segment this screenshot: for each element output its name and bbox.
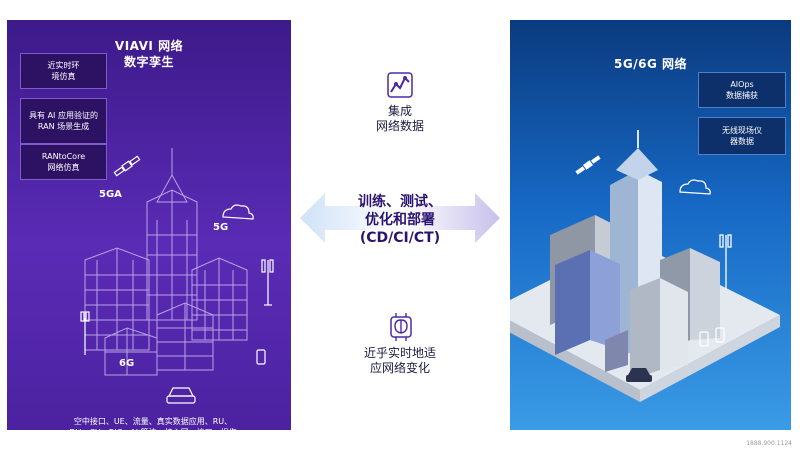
integrate-data-line2: 网络数据 (375, 119, 424, 133)
cloud-icon (222, 204, 254, 220)
aiops-line1: AIOps (730, 80, 754, 89)
chart-network-icon (387, 72, 413, 98)
adapt-realtime-line1: 近乎实时地适 (363, 346, 436, 360)
car-icon (166, 387, 196, 404)
train-test-line1: 训练、测试、 (358, 194, 442, 210)
right-cloud-icon (679, 179, 711, 195)
right-phone-icon (699, 331, 709, 347)
field-instrument-line1: 无线现场仪 (722, 126, 762, 135)
aiops-box: AIOps 数据捕获 (698, 72, 786, 108)
satellite-icon (113, 155, 141, 177)
adapt-realtime-line2: 应网络变化 (369, 361, 430, 375)
part-number: 1888.900.1124 (746, 440, 792, 447)
near-rt-sim-box: 近实时环 境仿真 (20, 53, 107, 89)
ran-scenario-line1: 具有 AI 应用验证的 (29, 111, 98, 120)
near-rt-sim-line1: 近实时环 (47, 61, 80, 70)
ran-to-core-box: RANtoCore 网络仿真 (20, 144, 107, 180)
network-panel: 5G/6G 网络 AIOps 数据捕获 无线现场仪 器数据 (510, 20, 791, 430)
field-instrument-box: 无线现场仪 器数据 (698, 117, 786, 155)
train-test-line2: 优化和部署 (365, 212, 435, 228)
brain-chip-icon (390, 313, 412, 341)
aiops-line2: 数据捕获 (726, 91, 758, 100)
footer-line1: 空中接口、UE、流量、真实数据应用、RU、 (73, 417, 233, 426)
digital-twin-footer: 空中接口、UE、流量、真实数据应用、RU、 DU、CU、RIC、AI 算法、核心… (33, 416, 273, 438)
right-cell-tower-icon (719, 234, 732, 290)
label-6g: 6G (119, 358, 135, 369)
city-3d-illustration (510, 130, 780, 402)
integrate-data-line1: 集成 (387, 104, 412, 118)
footer-line2: DU、CU、RIC、AI 算法、核心网、接口、损伤 (69, 428, 237, 437)
adapt-realtime-text: 近乎实时地适 应网络变化 (340, 346, 460, 376)
train-test-line3: (CD/CI/CT) (359, 230, 441, 246)
integrate-data-text: 集成 网络数据 (350, 104, 450, 134)
network-title: 5G/6G 网络 (614, 57, 687, 71)
right-satellite-icon (575, 155, 601, 175)
train-test-deploy-text: 训练、测试、 优化和部署 (CD/CI/CT) (335, 193, 465, 247)
ran-scenario-line2: RAN 场景生成 (37, 122, 90, 131)
ran-to-core-line1: RANtoCore (41, 152, 86, 161)
ran-scenario-box: 具有 AI 应用验证的 RAN 场景生成 (20, 98, 107, 144)
digital-twin-title-line1: VIAVI 网络 (114, 39, 184, 53)
label-5g: 5G (213, 222, 229, 233)
near-rt-sim-line2: 境仿真 (51, 72, 76, 81)
phone-icon (256, 349, 266, 365)
cell-tower-icon (261, 259, 274, 306)
digital-twin-title: VIAVI 网络 数字孪生 (7, 38, 291, 70)
digital-twin-panel: VIAVI 网络 数字孪生 近实时环 境仿真 具有 AI 应用验证的 RAN 场… (7, 20, 291, 437)
right-car-icon (626, 368, 652, 382)
digital-twin-title-line2: 数字孪生 (123, 55, 174, 69)
field-instrument-line2: 器数据 (730, 137, 754, 146)
ran-to-core-line2: 网络仿真 (47, 163, 80, 172)
label-5ga: 5GA (99, 189, 122, 200)
double-arrow-icon (300, 193, 500, 243)
wireframe-city-illustration (80, 148, 274, 404)
